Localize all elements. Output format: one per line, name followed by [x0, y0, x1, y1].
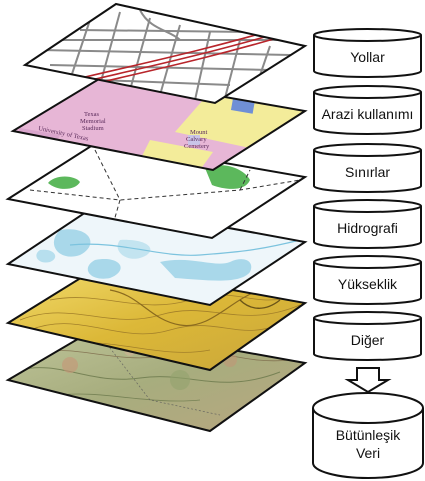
- water-features: [36, 229, 301, 281]
- layer-label-landuse: Arazi kullanımı: [322, 106, 414, 122]
- cylinder-top: [313, 143, 422, 157]
- cylinder-top: [313, 28, 422, 42]
- layer-hydro-sheet: [5, 202, 308, 307]
- cylinder-body: [313, 206, 422, 249]
- integrated-data-line2: Veri: [356, 445, 380, 461]
- cemetery-label-line1: Mount: [190, 129, 208, 136]
- cylinder-body: [313, 262, 422, 305]
- cemetery-label-line3: Cemetery: [184, 143, 210, 150]
- integrated-data-cylinder: Bütünleşik Veri: [312, 392, 424, 479]
- layer-label-boundaries: Sınırlar: [345, 164, 390, 180]
- layer-roads-sheet: [22, 2, 308, 105]
- integrated-data-line1: Bütünleşik: [336, 427, 402, 443]
- layer-boundaries-sheet: [5, 139, 308, 240]
- layer-label-roads: Yollar: [350, 49, 385, 65]
- cylinder-body: [313, 318, 422, 361]
- cylinder-top: [313, 255, 422, 269]
- cylinder-hydro: Hidrografi: [313, 199, 422, 249]
- stadium-label-line1: Texas: [84, 111, 100, 118]
- boundary-lines: [29, 149, 301, 236]
- stadium-label-line3: Stadium: [82, 125, 104, 132]
- layer-label-elevation: Yükseklik: [338, 276, 398, 292]
- cylinder-top: [313, 85, 422, 99]
- cylinder-body: [313, 92, 422, 135]
- cylinder-landuse: Arazi kullanımı: [313, 85, 422, 135]
- cylinder-boundaries: Sınırlar: [313, 143, 422, 193]
- layer-label-other: Diğer: [351, 332, 385, 348]
- cylinder-top: [313, 311, 422, 325]
- cylinder-roads: Yollar: [313, 28, 422, 78]
- cylinder-body: [313, 150, 422, 193]
- layer-label-hydro: Hidrografi: [337, 220, 398, 236]
- cylinder-top: [313, 199, 422, 213]
- stadium-label-line2: Memorial: [80, 118, 106, 125]
- merge-arrow-icon: [344, 367, 392, 394]
- cylinder-elevation: Yükseklik: [313, 255, 422, 305]
- cylinder-other: Diğer: [313, 311, 422, 361]
- cylinder-body: [313, 35, 422, 78]
- cemetery-label-line2: Calvary: [186, 136, 207, 143]
